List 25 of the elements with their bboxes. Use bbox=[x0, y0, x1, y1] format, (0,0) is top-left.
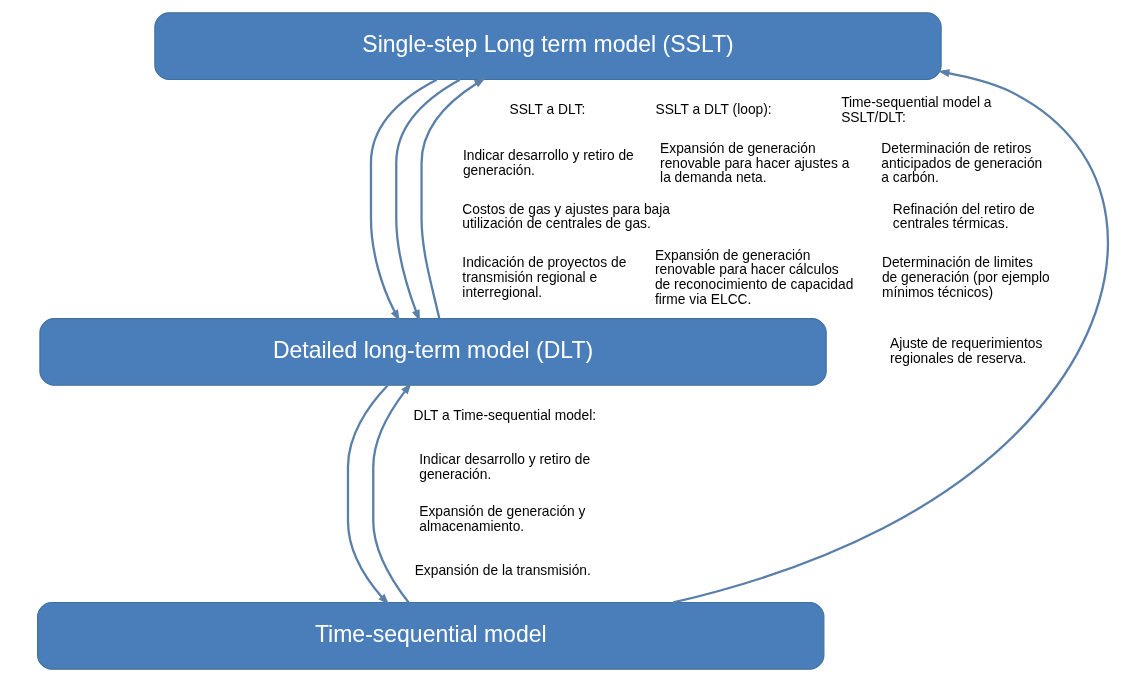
node-box: Time-sequential model bbox=[37, 601, 825, 670]
label: Costos de gas y ajustes para baja utilización de centrales de gas. bbox=[462, 201, 670, 232]
label: Determinación de limites de generación (por ejemplo mínimos técnicos) bbox=[881, 254, 1050, 300]
arrow bbox=[395, 78, 461, 322]
label: SSLT a DLT: bbox=[509, 102, 586, 118]
arrow bbox=[369, 78, 438, 322]
label: Indicar desarrollo y retiro de generación. bbox=[419, 452, 591, 483]
arrow bbox=[673, 69, 1109, 604]
label: Refinación del retiro de centrales térmicas. bbox=[892, 201, 1035, 232]
label: Expansión de generación renovable para hacer ajustes a la demanda neta. bbox=[660, 140, 850, 186]
node-box: Detailed long-term model (DLT) bbox=[39, 318, 827, 386]
label: SSLT a DLT (loop): bbox=[655, 102, 772, 118]
label: Expansión de generación renovable para hacer cálculos de reconocimiento de capacidad firme via ELCC. bbox=[654, 247, 854, 308]
label: Expansión de la transmisión. bbox=[414, 563, 591, 579]
label: Indicación de proyectos de transmisión regional e interregional. bbox=[462, 254, 627, 300]
label: DLT a Time-sequential model: bbox=[413, 407, 597, 423]
label: Determinación de retiros anticipados de generación a carbón. bbox=[881, 140, 1043, 186]
label: Time-sequential model a SSLT/DLT: bbox=[841, 94, 992, 125]
label: Ajuste de requerimientos regionales de reserva. bbox=[889, 336, 1043, 366]
label: Indicar desarrollo y retiro de generación. bbox=[462, 148, 634, 179]
arrow bbox=[420, 77, 486, 319]
arrow bbox=[346, 384, 390, 606]
arrow bbox=[372, 382, 412, 604]
label: Expansión de generación y almacenamiento. bbox=[419, 503, 586, 534]
node-box: Single-step Long term model (SSLT) bbox=[154, 12, 942, 81]
